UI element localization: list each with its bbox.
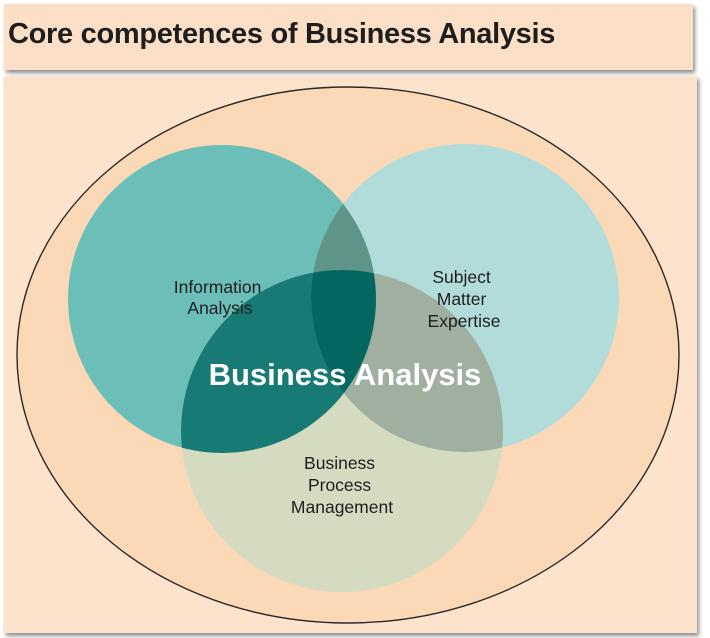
label-information-analysis: Information Analysis	[174, 277, 266, 318]
page-title: Core competences of Business Analysis	[8, 18, 556, 50]
label-subject-matter-expertise: Subject Matter Expertise	[428, 267, 501, 331]
label-line: Process	[308, 475, 371, 495]
label-line: Subject	[432, 267, 491, 287]
label-line: Management	[291, 497, 393, 517]
title-bar: Core competences of Business Analysis	[4, 4, 693, 70]
label-line: Expertise	[428, 311, 501, 331]
label-line: Matter	[437, 289, 487, 309]
diagram-panel: Information Analysis Subject Matter Expe…	[4, 76, 697, 633]
venn-diagram: Information Analysis Subject Matter Expe…	[16, 86, 680, 624]
label-line: Analysis	[187, 298, 252, 318]
label-line: Business	[304, 453, 375, 473]
center-label-business-analysis: Business Analysis	[209, 357, 482, 392]
label-line: Information	[174, 277, 262, 297]
label-business-process-management: Business Process Management	[291, 453, 393, 517]
